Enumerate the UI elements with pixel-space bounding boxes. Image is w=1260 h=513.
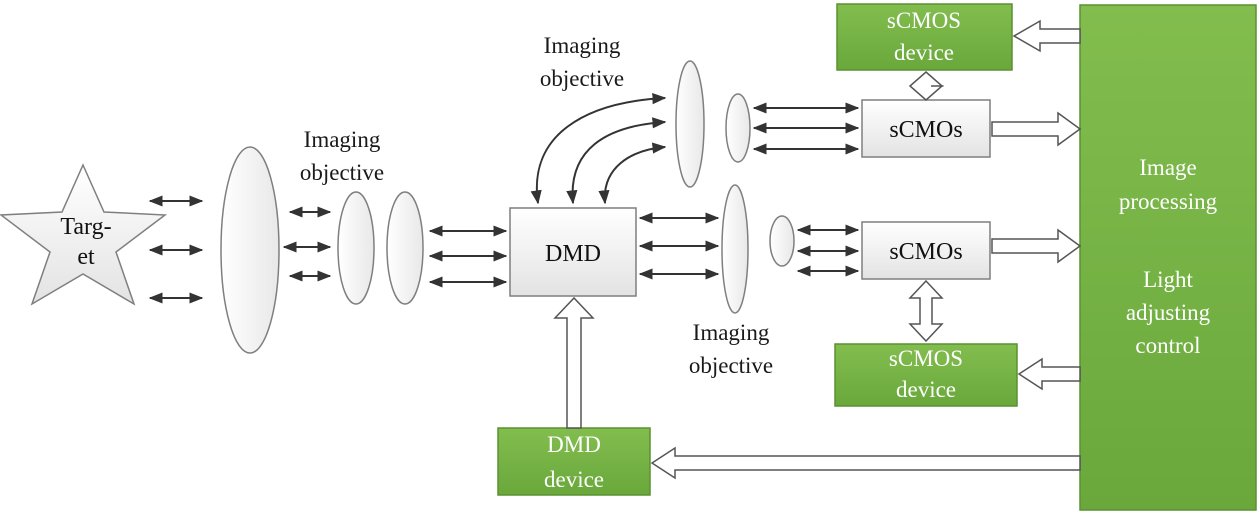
target-label-line2: et xyxy=(77,244,95,270)
target-lens-arrows xyxy=(148,195,204,304)
objective-bottom-label-line2: objective xyxy=(689,353,773,378)
dmd-label: DMD xyxy=(545,241,601,267)
imaging-objective-bottom: Imaging objective xyxy=(689,184,795,378)
processing-panel: Image processing Light adjusting control xyxy=(1079,4,1257,511)
dmd-device-line1: DMD xyxy=(547,432,601,457)
panel-to-scmos-device-bottom-arrow xyxy=(1017,357,1081,391)
dmd-top-curved-arrows xyxy=(530,93,667,205)
objective-bottom-lens-1 xyxy=(721,184,749,314)
bottom-lens-scmos-arrows xyxy=(796,224,860,277)
objective-top-lens-1 xyxy=(675,60,705,188)
objective-left-lens-1 xyxy=(337,191,375,305)
target-label-line1: Targ- xyxy=(60,214,111,240)
dmd-device-line2: device xyxy=(544,467,604,492)
lens-objective-arrows xyxy=(282,206,332,282)
panel-line3: Light xyxy=(1143,267,1193,292)
panel-to-scmos-device-top-arrow xyxy=(1012,19,1081,53)
imaging-objective-top: Imaging objective xyxy=(540,33,751,188)
large-lens xyxy=(220,146,280,354)
scmos-top-box: sCMOs xyxy=(861,99,991,158)
panel-to-dmd-device-arrow xyxy=(650,446,1081,480)
top-lens-scmos-arrows xyxy=(752,102,860,155)
scmos-device-bottom: sCMOS device xyxy=(834,343,1018,407)
objective-left-label-line1: Imaging xyxy=(304,127,381,152)
dmd-device: DMD device xyxy=(497,427,651,496)
panel-line5: control xyxy=(1135,333,1200,358)
panel-line4: adjusting xyxy=(1126,300,1211,325)
objective-left-label-line2: objective xyxy=(300,160,384,185)
panel-line2: processing xyxy=(1119,189,1218,214)
scmos-bottom-box: sCMOs xyxy=(861,221,991,280)
target-star: Targ- et xyxy=(0,163,168,306)
scmos-device-top: sCMOS device xyxy=(836,3,1013,71)
scmos-top-to-panel-arrow xyxy=(991,111,1082,147)
scmos-device-bottom-line1: sCMOS xyxy=(889,346,963,371)
scmos-bottom-label: sCMOs xyxy=(889,239,962,265)
objective-top-lens-2 xyxy=(725,93,751,163)
imaging-objective-left: Imaging objective xyxy=(300,127,424,305)
scmos-device-top-line2: device xyxy=(894,40,954,65)
scmos-bottom-link-arrow xyxy=(908,279,944,343)
scmos-device-bottom-line2: device xyxy=(896,377,956,402)
objective-top-label-line2: objective xyxy=(540,66,624,91)
objective-bottom-lens-2 xyxy=(769,215,795,267)
dmd-bottom-lens-arrows xyxy=(638,212,720,280)
scmos-bottom-to-panel-arrow xyxy=(991,228,1082,264)
scmos-device-top-line1: sCMOS xyxy=(887,8,961,33)
dmd-device-to-dmd-arrow xyxy=(553,296,595,429)
scmos-top-link-arrow xyxy=(908,71,944,101)
objective-dmd-arrows xyxy=(428,225,508,288)
objective-top-label-line1: Imaging xyxy=(544,33,621,58)
objective-bottom-label-line1: Imaging xyxy=(693,320,770,345)
scmos-top-label: sCMOs xyxy=(889,117,962,143)
panel-line1: Image xyxy=(1139,155,1196,180)
dmd-box: DMD xyxy=(509,207,637,297)
objective-left-lens-2 xyxy=(386,191,424,305)
